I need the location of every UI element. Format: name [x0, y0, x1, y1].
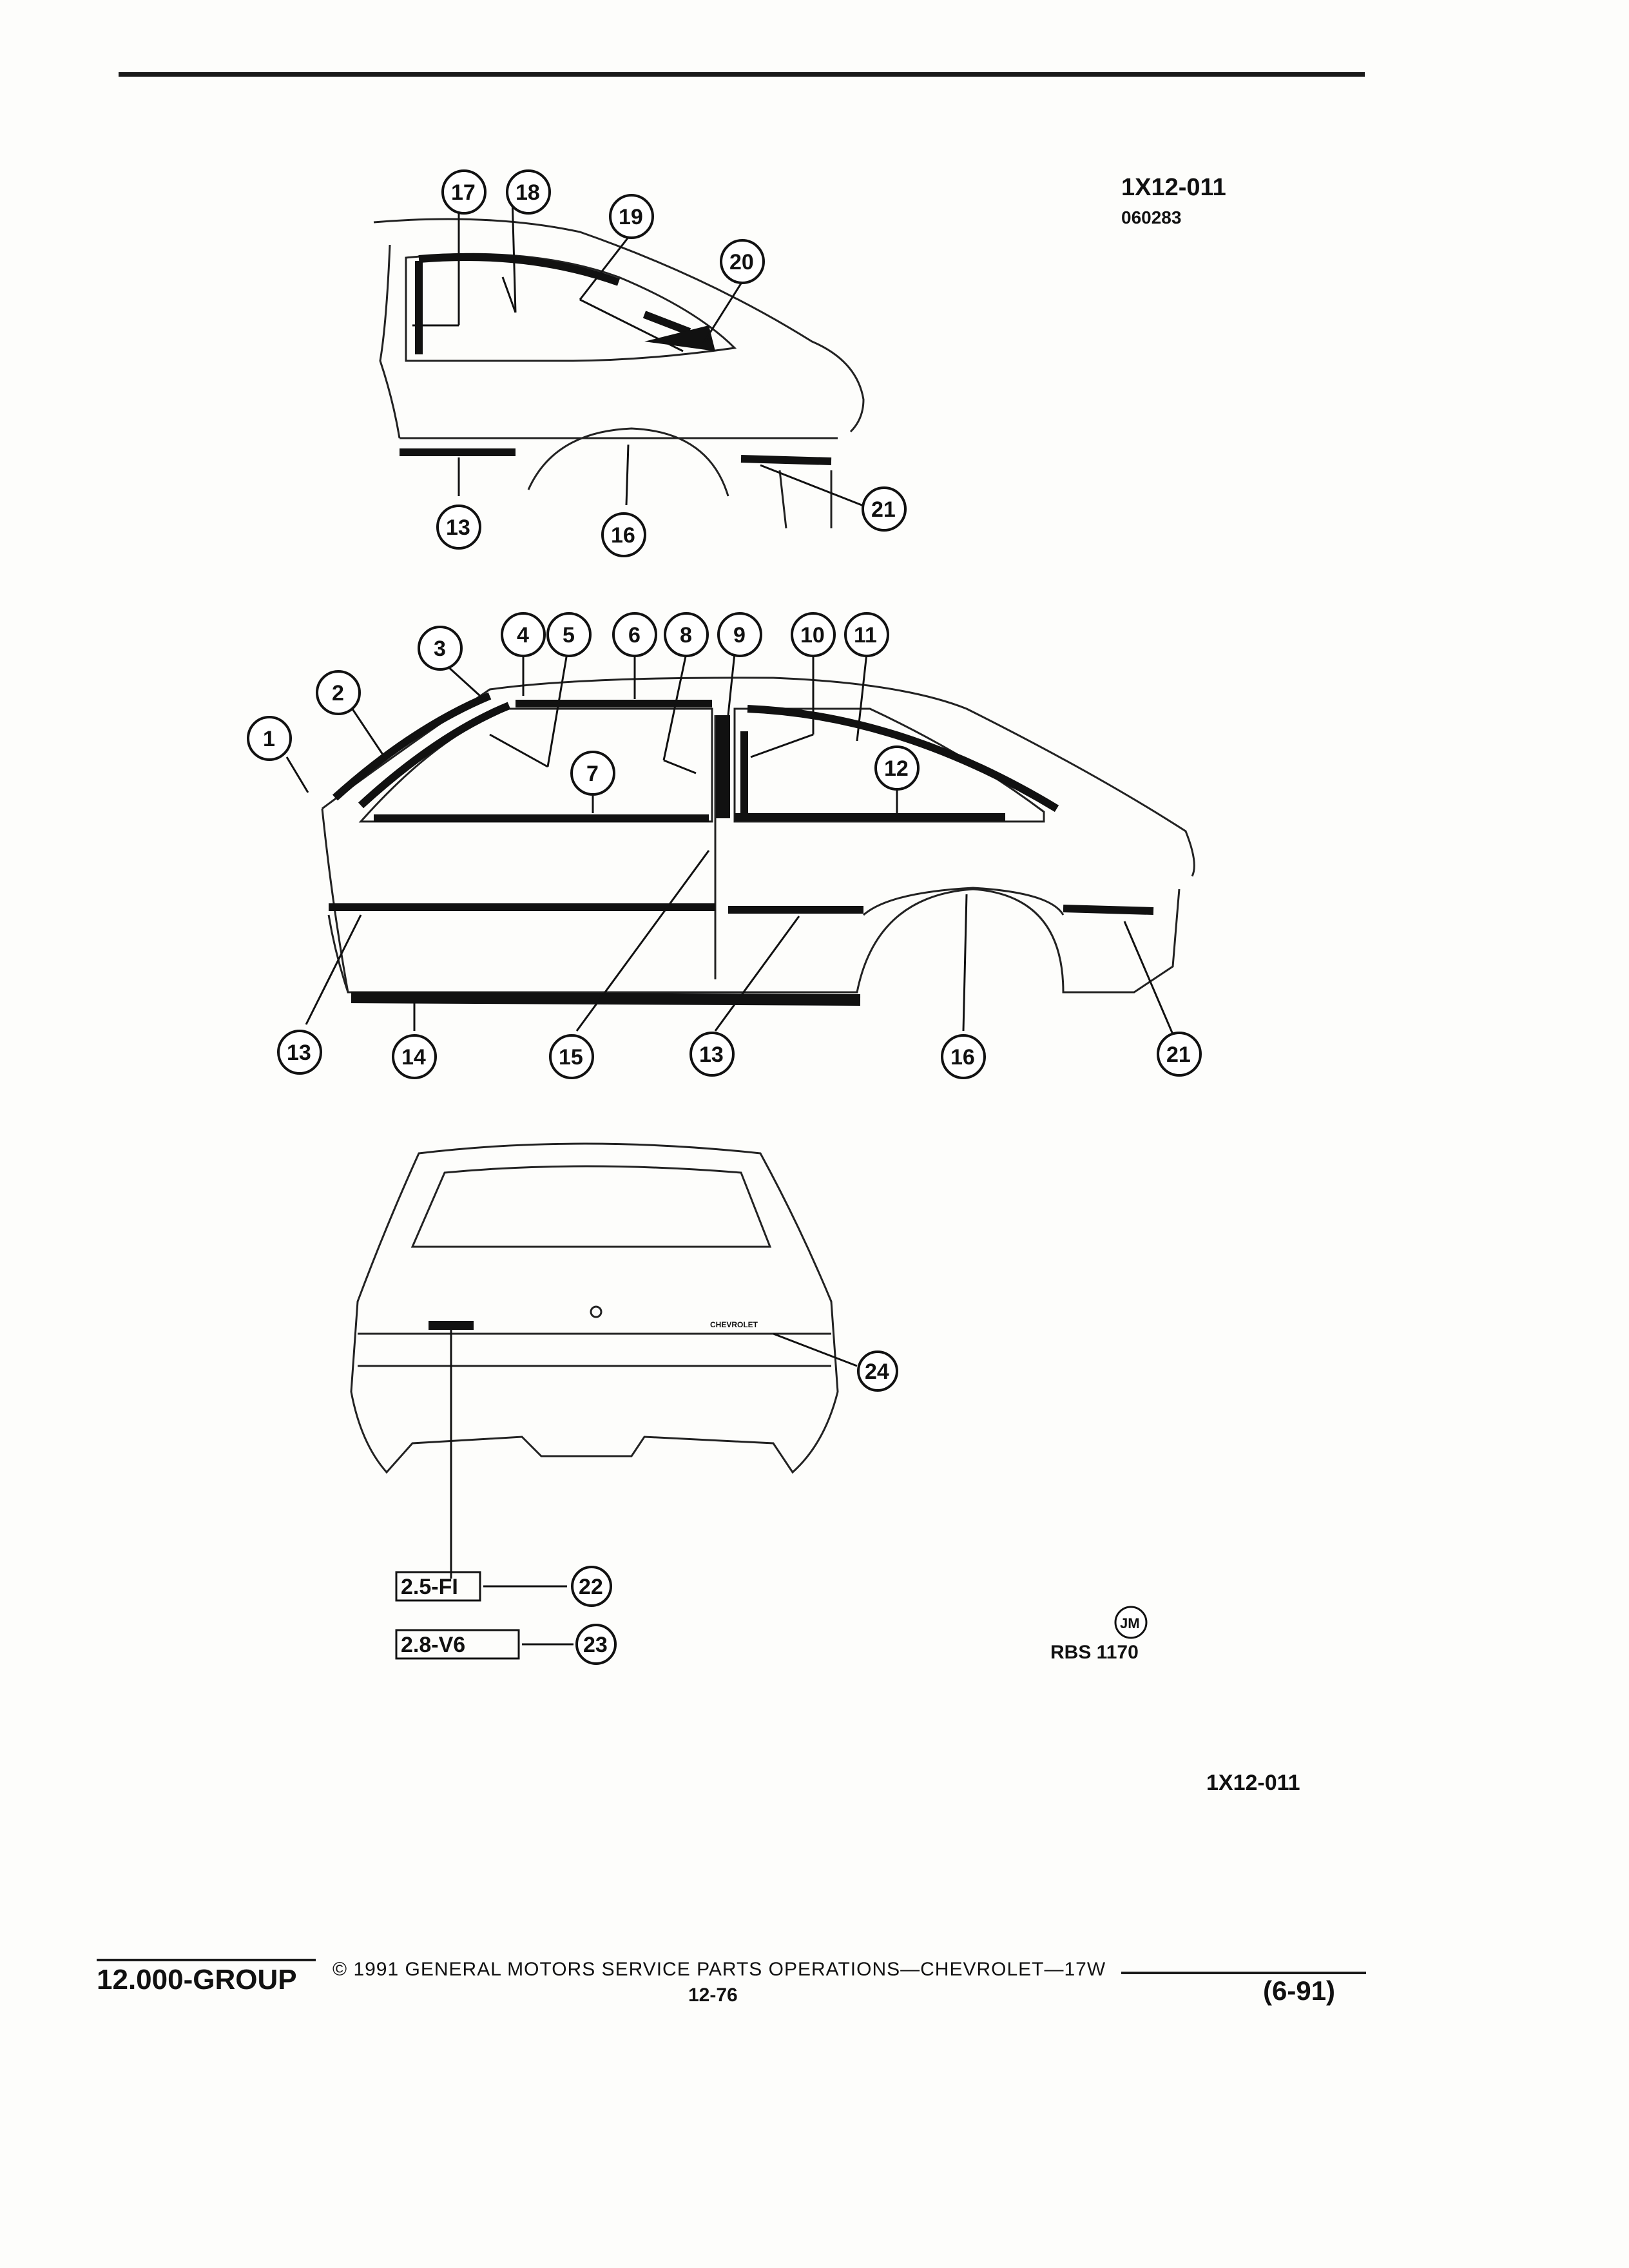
callout-3: 3 — [418, 626, 463, 671]
callout-5: 5 — [546, 612, 592, 657]
svg-text:21: 21 — [871, 497, 896, 522]
callout-8: 8 — [664, 612, 709, 657]
callout-6: 6 — [612, 612, 657, 657]
footer-group: 12.000-GROUP — [97, 1964, 297, 1995]
footer-rule-left — [97, 1959, 316, 1961]
callout-17: 17 — [441, 169, 487, 215]
svg-text:8: 8 — [680, 623, 692, 648]
svg-text:13: 13 — [287, 1041, 311, 1065]
svg-text:11: 11 — [854, 623, 877, 648]
callout-11: 11 — [844, 612, 889, 657]
footer-page-number: 12-76 — [688, 1984, 738, 2006]
figure-id: 1X12-011 — [1121, 174, 1226, 201]
callout-13c: 13 — [689, 1032, 735, 1077]
callout-1: 1 — [247, 716, 292, 761]
svg-text:16: 16 — [950, 1045, 975, 1070]
rear-chevrolet-script: CHEVROLET — [710, 1320, 758, 1329]
svg-text:15: 15 — [559, 1045, 583, 1070]
svg-text:5: 5 — [563, 623, 575, 648]
footer-revision-date: (6-91) — [1263, 1975, 1336, 2006]
callout-10: 10 — [791, 612, 836, 657]
svg-text:18: 18 — [516, 180, 540, 205]
badge-2.8v6: 2.8-V6 — [395, 1629, 574, 1660]
svg-text:13: 13 — [446, 515, 470, 540]
svg-text:JM: JM — [1120, 1615, 1140, 1631]
badge-22-text: 2.5-FI — [401, 1575, 458, 1599]
badge-23-text: 2.8-V6 — [401, 1633, 465, 1657]
callout-13a: 13 — [436, 505, 481, 550]
badge-2.5fi: 2.5-FI — [395, 1571, 567, 1602]
callout-23: 23 — [575, 1624, 617, 1665]
rear-quarter-detail — [373, 197, 865, 529]
callout-12: 12 — [874, 745, 920, 791]
svg-text:2: 2 — [332, 681, 344, 706]
callout-14: 14 — [392, 1034, 437, 1079]
footer-copyright: © 1991 GENERAL MOTORS SERVICE PARTS OPER… — [333, 1959, 1106, 1980]
footer-rule-right — [1121, 1972, 1366, 1974]
svg-text:16: 16 — [611, 523, 635, 548]
figure-id-bottom: 1X12-011 — [1206, 1771, 1300, 1795]
callout-2: 2 — [316, 670, 361, 715]
callout-4: 4 — [501, 612, 546, 657]
jm-stamp: JM — [1114, 1606, 1148, 1639]
svg-text:12: 12 — [884, 756, 909, 781]
svg-text:24: 24 — [865, 1360, 889, 1384]
top-rule — [119, 72, 1365, 77]
callout-21a: 21 — [862, 486, 907, 532]
svg-text:23: 23 — [583, 1633, 608, 1657]
svg-text:20: 20 — [729, 250, 754, 274]
callout-7: 7 — [570, 751, 615, 796]
svg-text:13: 13 — [699, 1043, 724, 1067]
svg-text:14: 14 — [401, 1045, 426, 1070]
svg-text:3: 3 — [434, 637, 446, 661]
callout-13b: 13 — [277, 1030, 322, 1075]
callout-16a: 16 — [601, 512, 646, 557]
svg-text:7: 7 — [586, 762, 599, 786]
side-view — [285, 653, 1195, 1035]
callout-9: 9 — [717, 612, 762, 657]
svg-text:21: 21 — [1166, 1043, 1191, 1067]
svg-text:17: 17 — [451, 180, 476, 205]
callout-24: 24 — [857, 1350, 898, 1392]
callout-20: 20 — [720, 239, 765, 284]
figure-date-code: 060283 — [1121, 207, 1182, 227]
svg-text:1: 1 — [263, 727, 275, 751]
callout-16b: 16 — [941, 1034, 986, 1079]
rear-view: CHEVROLET — [350, 1142, 858, 1579]
callout-15: 15 — [549, 1034, 594, 1079]
svg-text:10: 10 — [800, 623, 825, 648]
svg-text:19: 19 — [619, 205, 643, 229]
svg-text:6: 6 — [628, 623, 641, 648]
callout-22: 22 — [571, 1566, 612, 1607]
reference-code: RBS 1170 — [1050, 1642, 1139, 1663]
svg-text:9: 9 — [733, 623, 746, 648]
callout-18: 18 — [506, 169, 551, 215]
callout-19: 19 — [609, 194, 654, 239]
svg-text:22: 22 — [579, 1575, 603, 1599]
callout-21b: 21 — [1157, 1032, 1202, 1077]
svg-text:4: 4 — [517, 623, 529, 648]
